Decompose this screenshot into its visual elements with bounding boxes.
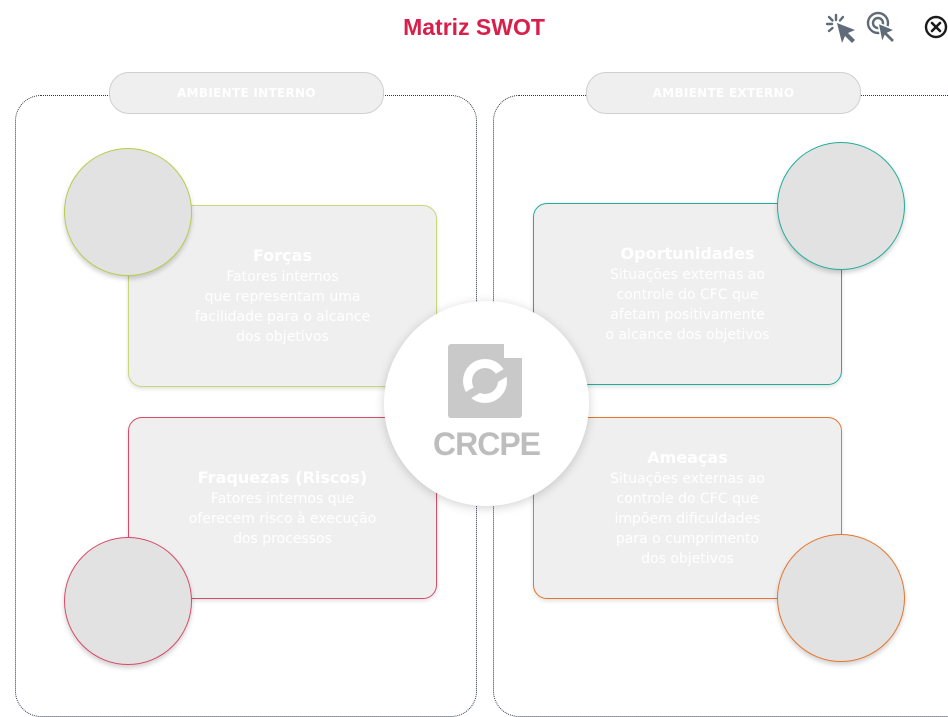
internal-environment-label: AMBIENTE INTERNO	[109, 72, 384, 114]
center-logo-text: CRCPE	[432, 426, 541, 462]
strengths-circle[interactable]	[64, 148, 192, 276]
threats-description: Situações externas ao controle do CFC qu…	[610, 470, 765, 567]
threats-circle[interactable]	[777, 534, 905, 662]
threats-title: Ameaças	[647, 447, 728, 467]
opportunities-title: Oportunidades	[620, 243, 755, 263]
weaknesses-title: Fraquezas (Riscos)	[197, 467, 368, 487]
weaknesses-circle[interactable]	[64, 537, 192, 665]
close-icon[interactable]	[916, 8, 948, 48]
external-environment-label: AMBIENTE EXTERNO	[586, 72, 861, 114]
opportunities-description: Situações externas ao controle do CFC qu…	[605, 266, 770, 343]
crcpe-logo-icon	[448, 344, 522, 418]
strengths-title: Forças	[253, 245, 312, 265]
page-title: Matriz SWOT	[403, 14, 545, 40]
click-hint-icon[interactable]	[822, 8, 862, 48]
strengths-description: Fatores internos que representam uma fac…	[194, 268, 371, 345]
weaknesses-description: Fatores internos que oferecem risco à ex…	[188, 490, 377, 547]
opportunities-circle[interactable]	[777, 142, 905, 270]
target-click-icon[interactable]	[862, 8, 902, 48]
